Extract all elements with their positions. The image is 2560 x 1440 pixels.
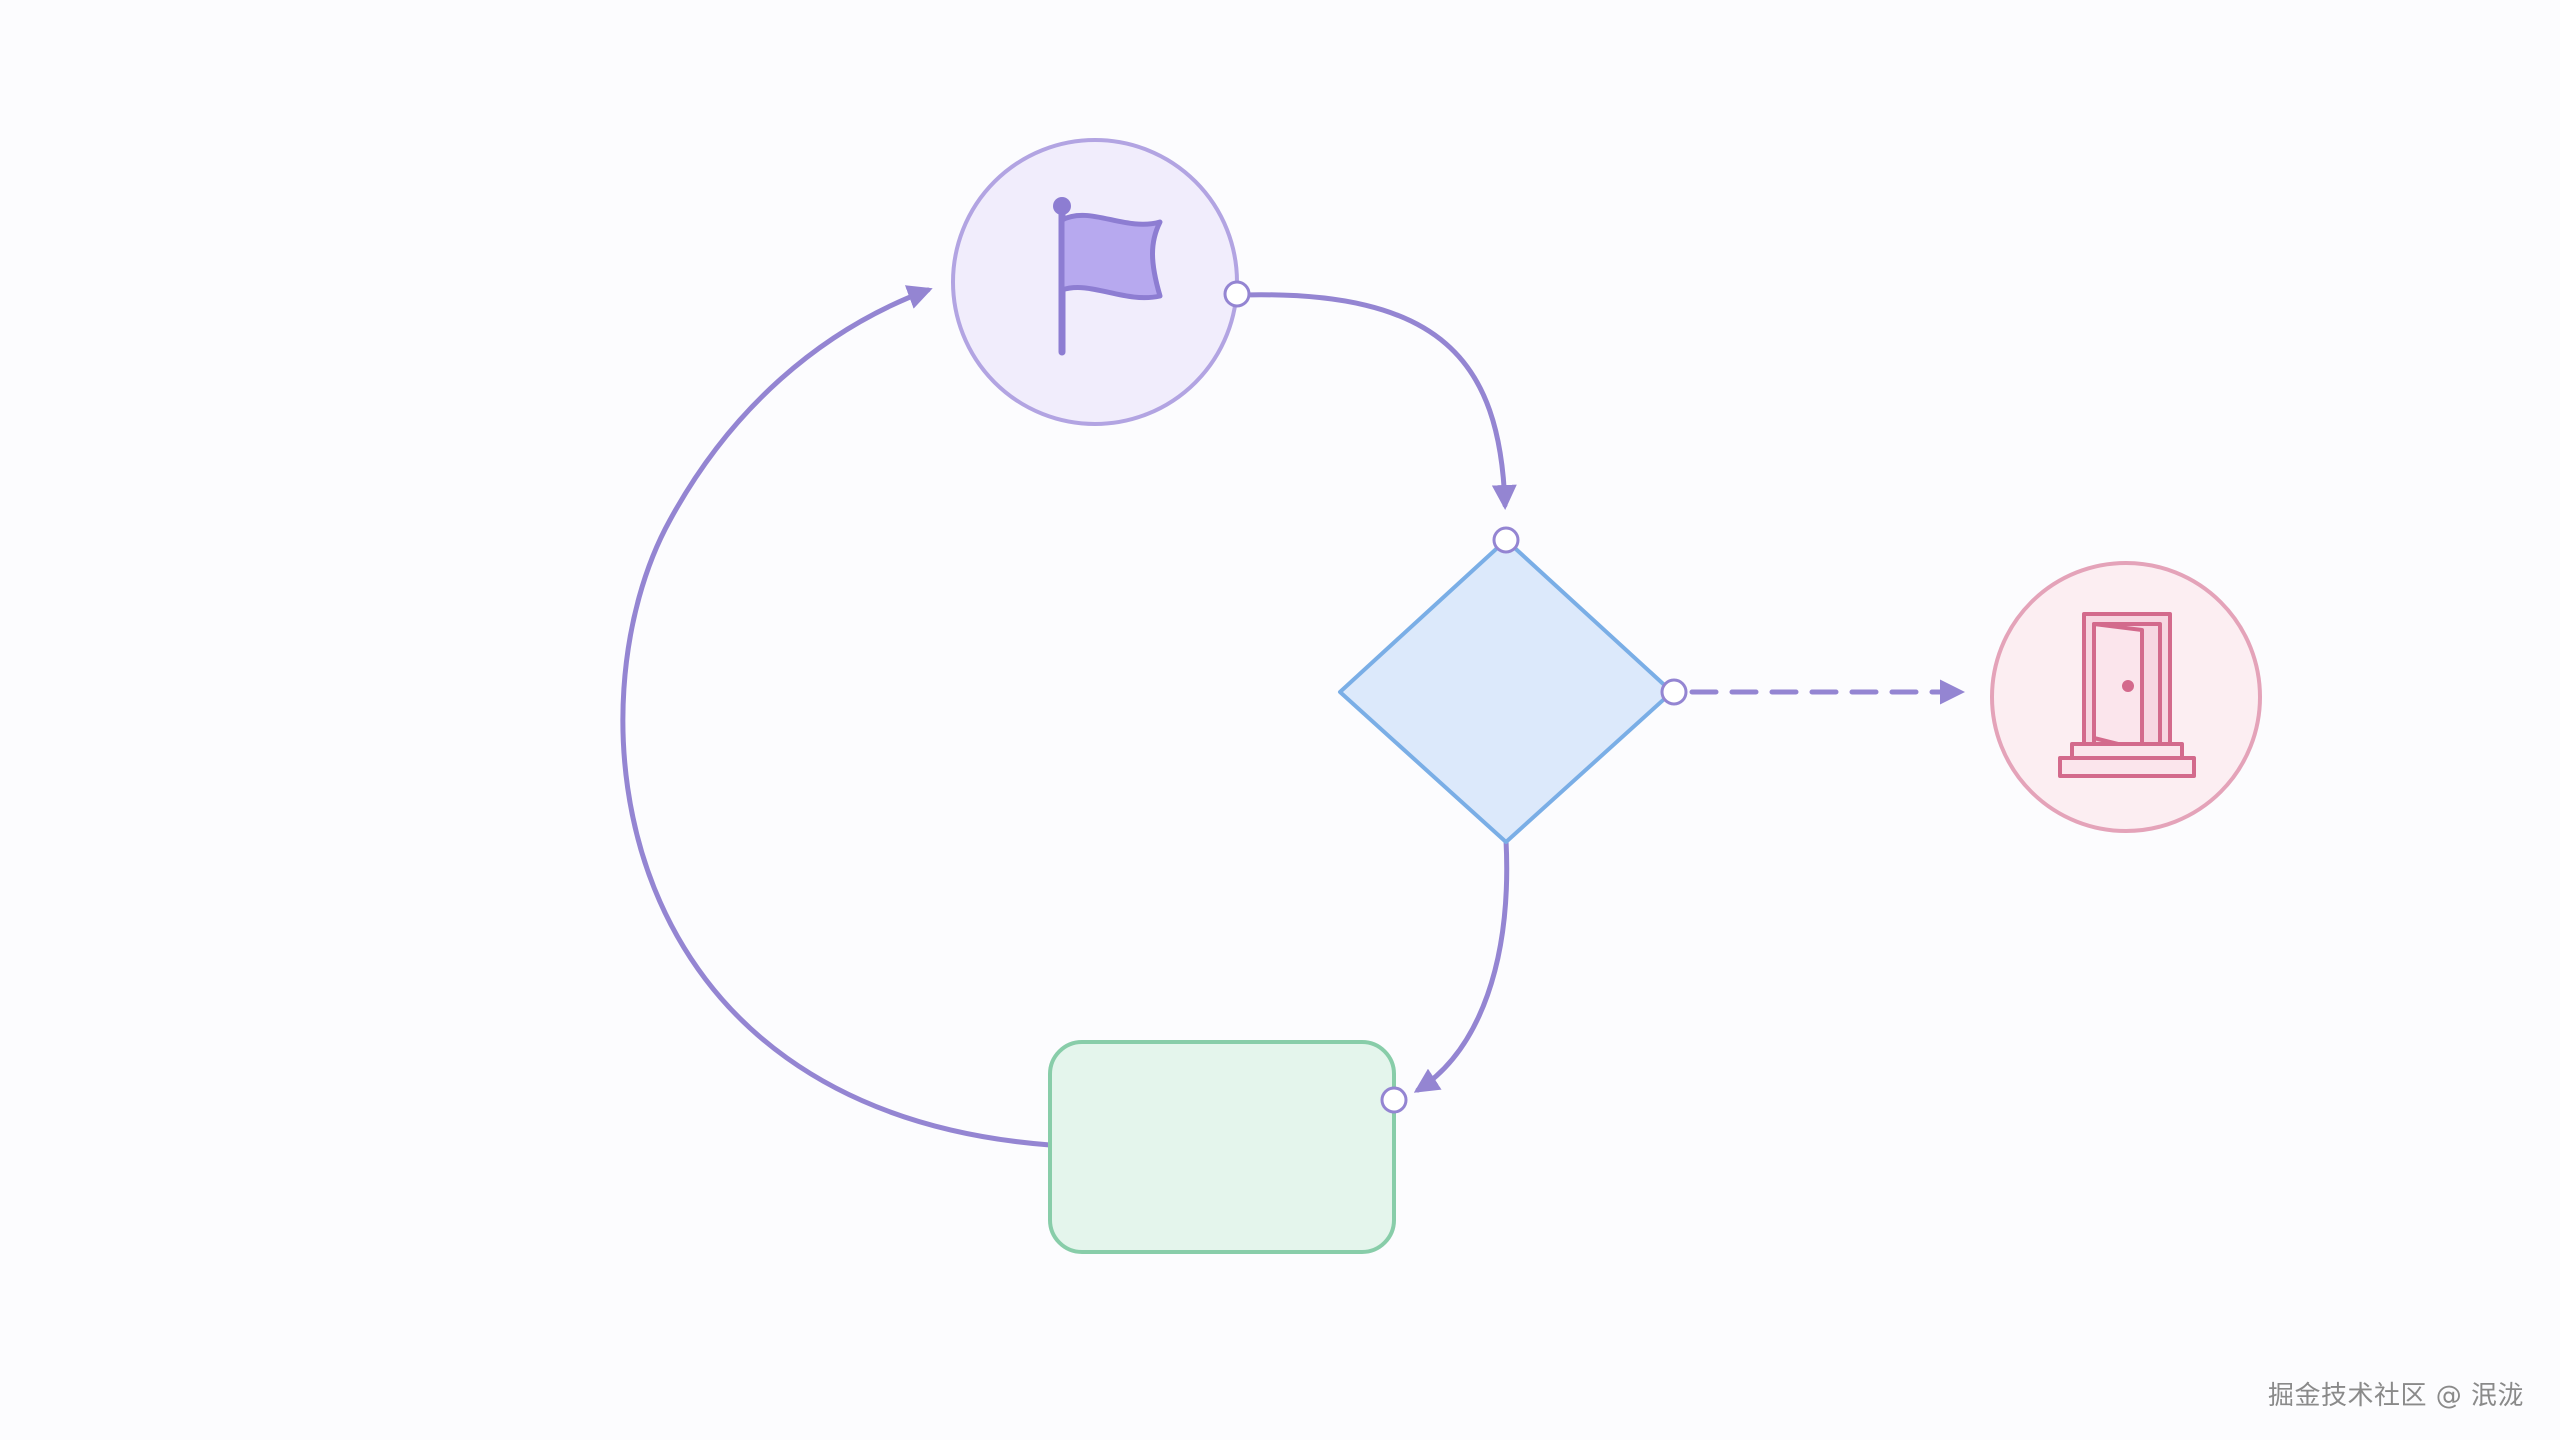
connector-decision-top[interactable] [1492,526,1520,554]
flag-icon [1053,197,1163,356]
decision-node[interactable] [1338,538,1674,844]
edge-decision-to-process [1413,837,1510,1093]
connector-decision-right[interactable] [1660,678,1688,706]
start-node[interactable] [951,138,1239,426]
edge-process-to-start [620,285,1053,1148]
watermark: 掘金技术社区 @ 泯泷 [2267,1381,2524,1411]
edge-start-to-decision [1239,292,1517,510]
connector-process-right[interactable] [1380,1086,1408,1114]
open-door-icon [2058,612,2196,778]
process-node[interactable] [1048,1040,1396,1254]
exit-node[interactable] [1990,561,2262,833]
connector-start-right[interactable] [1223,280,1251,308]
